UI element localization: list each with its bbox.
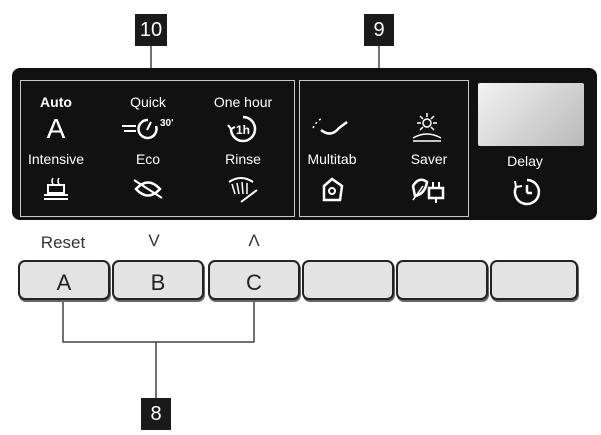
button-a-letter: A [56,270,72,295]
button-4[interactable] [302,260,394,300]
auto-label: Auto [40,94,72,110]
quick-time-text: 30' [160,118,174,129]
reset-label: Reset [40,233,86,252]
button-b-letter: B [150,270,166,295]
saver-label: Saver [410,151,448,167]
pot-icon [41,176,71,202]
option-group [299,80,469,217]
auto-symbol: A [46,113,66,144]
button-a[interactable]: A [18,260,110,300]
callout-8: 8 [141,398,171,430]
button-c-letter: C [246,270,262,295]
leaf-plug-icon [409,174,449,206]
button-c[interactable]: C [208,260,300,300]
display-screen [478,83,584,146]
delay-label: Delay [507,153,543,169]
callout-9: 9 [364,14,394,46]
intensive-label: Intensive [27,151,85,167]
clock-icon [511,176,543,208]
salt-indicator-icon [409,112,445,144]
button-b[interactable]: B [112,260,204,300]
button-5[interactable] [396,260,488,300]
one-hour-icon: 1h [226,114,260,144]
leaf-icon [132,176,164,202]
quick-label: Quick [130,94,166,110]
rinse-aid-icon [309,114,351,142]
rinse-label: Rinse [225,151,261,167]
eco-label: Eco [135,151,161,167]
one-hour-text: 1h [236,123,250,137]
program-group [20,80,295,217]
quick-wash-icon: 30' [120,114,176,142]
down-label: V [148,231,160,250]
rinse-spray-icon [223,174,263,206]
tablet-icon [318,176,346,204]
button-6[interactable] [490,260,578,300]
up-label: Λ [248,231,260,250]
callout-8-bracket [62,302,255,343]
multitab-label: Multitab [307,151,357,167]
one-hour-label: One hour [213,94,273,110]
callout-10: 10 [135,14,167,46]
